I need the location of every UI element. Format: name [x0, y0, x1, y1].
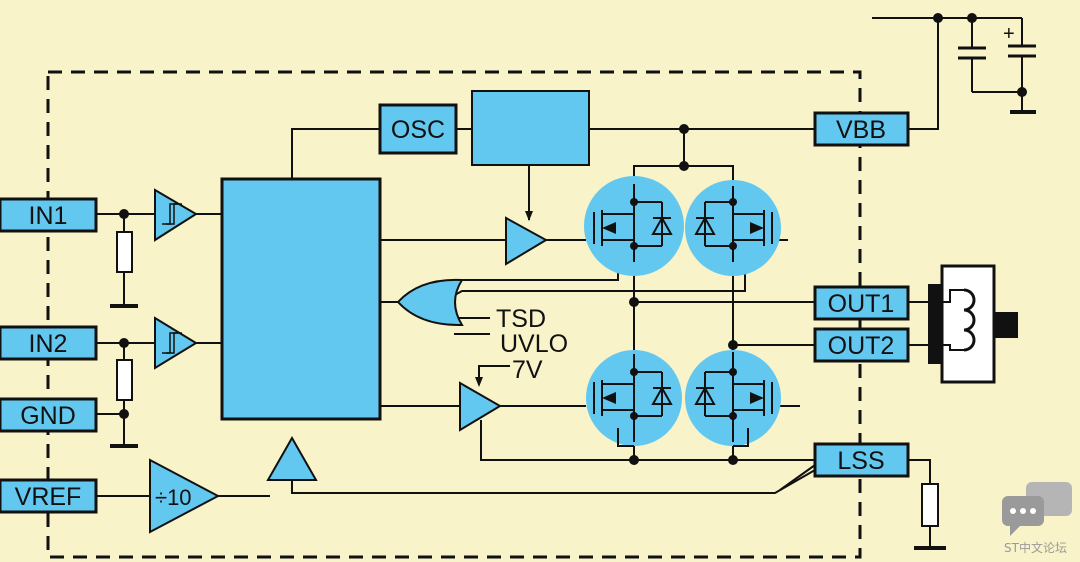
low-side-gate-driver [459, 381, 502, 432]
schmitt-buffer-in2 [154, 316, 198, 370]
pin-vbb-label: VBB [836, 116, 886, 144]
watermark-text: ST中文论坛 [1004, 540, 1067, 555]
pin-vref [0, 478, 98, 514]
osc-block [378, 103, 458, 155]
pin-out1-label: OUT1 [828, 290, 895, 318]
capacitor [958, 46, 986, 60]
pin-gnd [0, 397, 98, 433]
pin-lss [813, 442, 910, 478]
pin-in1 [0, 197, 98, 233]
pin-vbb [813, 111, 910, 147]
control-logic-block [220, 177, 382, 421]
or-gate [396, 278, 464, 327]
pin-in1-label: IN1 [29, 202, 68, 230]
divider-label: ÷10 [155, 485, 192, 510]
pin-out2-label: OUT2 [828, 332, 895, 360]
pin-in2-label: IN2 [29, 330, 68, 358]
pin-out1 [813, 285, 910, 321]
divider-amplifier [149, 458, 221, 534]
charge-pump-block [471, 90, 590, 166]
pin-vref-label: VREF [15, 483, 82, 511]
cap-polarity-label: + [1003, 23, 1015, 45]
reg-voltage-label: 7V [512, 356, 543, 384]
junction-dots [119, 13, 1027, 465]
current-comparator [266, 435, 318, 481]
mosfet-q2 [685, 180, 781, 276]
polarized-capacitor [1008, 44, 1036, 58]
mosfet-q3 [586, 350, 682, 447]
uvlo-label: UVLO [500, 330, 568, 358]
schmitt-buffer-in1 [154, 188, 198, 242]
tsd-label: TSD [496, 305, 546, 333]
ic-boundary [46, 70, 862, 559]
osc-label: OSC [391, 116, 445, 144]
pin-lss-label: LSS [837, 447, 884, 475]
high-side-gate-driver [505, 216, 549, 266]
resistor-lss [921, 483, 939, 527]
resistor-in1 [116, 231, 133, 273]
pin-in2 [0, 325, 98, 361]
pin-gnd-label: GND [20, 402, 76, 430]
pin-out2 [813, 327, 910, 363]
chat-bubbles-icon [1002, 482, 1072, 536]
mosfet-q4 [685, 350, 781, 447]
resistor-in2 [116, 359, 133, 401]
motor-load [928, 264, 1018, 384]
mosfet-q1 [584, 176, 684, 276]
